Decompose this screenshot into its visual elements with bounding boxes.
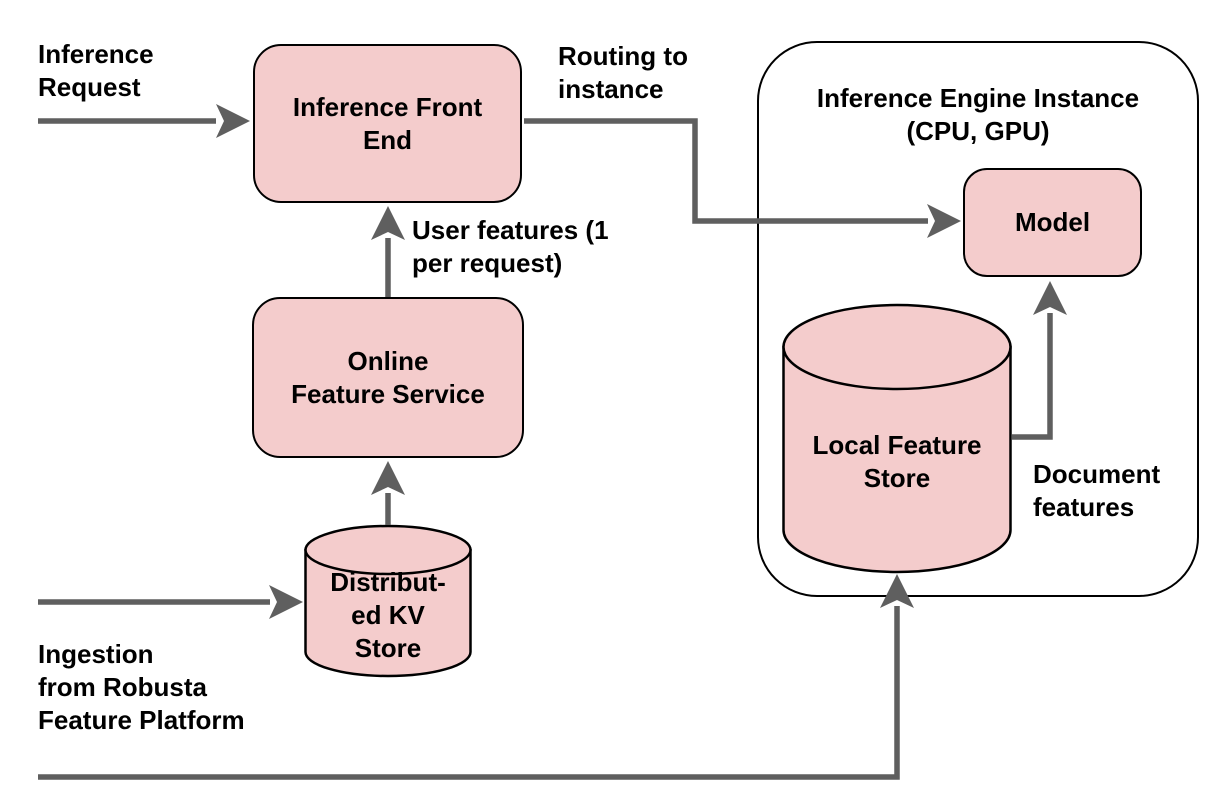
online-feature-service-label: Online Feature Service: [291, 345, 485, 409]
node-model: Model: [963, 168, 1142, 277]
node-online-feature-service: Online Feature Service: [252, 297, 524, 458]
local-feature-store-cylinder-icon: [782, 303, 1012, 574]
node-local-feature-store: Local Feature Store: [782, 303, 1012, 575]
arrowhead-user-features: [371, 206, 405, 240]
node-inference-front-end: Inference Front End: [253, 44, 522, 203]
arrowhead-ingestion: [269, 585, 303, 619]
label-document-features: Document features: [1033, 459, 1161, 522]
arrowhead-inference-request: [216, 104, 250, 138]
inference-engine-title: Inference Engine Instance (CPU, GPU): [816, 83, 1140, 146]
arrowhead-kv-to-feature-service: [371, 461, 405, 495]
local-feature-store-label: Local Feature Store: [812, 430, 982, 493]
distributed-kv-store-label: Distribut- ed KV Store: [330, 567, 446, 663]
node-distributed-kv-store: Distribut- ed KV Store: [304, 524, 472, 678]
label-routing-to-instance: Routing to instance: [558, 41, 688, 104]
model-label: Model: [1014, 207, 1091, 237]
label-user-features: User features (1 per request): [412, 215, 609, 278]
label-inference-request: Inference Request: [38, 39, 154, 102]
inference-front-end-label: Inference Front End: [292, 91, 483, 155]
label-ingestion-source: Ingestion from Robusta Feature Platform: [38, 639, 245, 735]
